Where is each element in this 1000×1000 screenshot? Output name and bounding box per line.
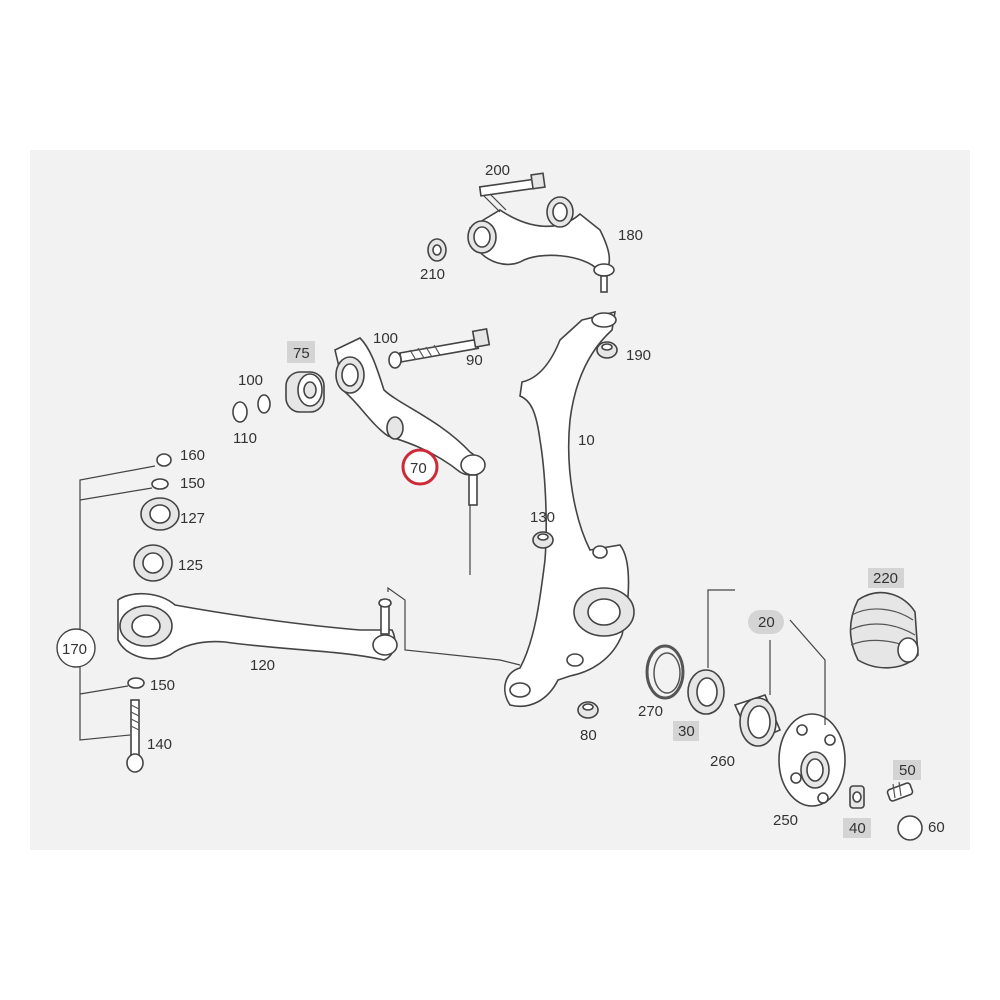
label-box-75 [287,341,315,363]
label-100-upper: 100 [373,330,398,347]
bracket-20 [707,589,826,725]
label-270: 270 [638,703,663,720]
bolt-90 [388,327,491,369]
label-200: 200 [485,162,510,179]
label-140: 140 [147,736,172,753]
label-110: 110 [233,430,257,447]
label-250: 250 [773,812,798,829]
hub-250 [778,713,846,807]
label-260: 260 [710,753,735,770]
label-70: 70 [410,460,427,477]
circle-170 [56,628,96,668]
label-127: 127 [180,510,205,527]
label-30: 30 [678,723,695,740]
label-80: 80 [580,727,597,744]
bushing-125 [133,544,173,582]
highlight-ring-70 [401,448,439,486]
seal-30 [687,669,725,715]
label-130: 130 [530,509,555,526]
nut-190 [596,341,618,359]
label-190: 190 [626,347,651,364]
label-160: 160 [180,447,205,464]
label-150-upper: 150 [180,475,205,492]
label-220: 220 [873,570,898,587]
label-box-40 [843,818,871,838]
lower-control-arm-120 [117,586,521,666]
part-labels: 200 180 210 100 90 190 75 100 110 10 70 … [56,162,945,838]
label-60: 60 [928,819,945,836]
label-20: 20 [758,614,775,631]
dust-boot-220 [849,591,919,669]
nut-40 [849,785,865,809]
label-box-220 [868,568,904,588]
label-box-20 [748,610,784,634]
label-180: 180 [618,227,643,244]
label-150-lower: 150 [150,677,175,694]
bushing-127 [140,497,180,531]
washer-150 [127,478,169,689]
bushing-75 [285,371,325,413]
label-40: 40 [849,820,866,837]
label-210: 210 [420,266,445,283]
bolt-200 [478,172,546,213]
nut-80 [577,701,599,719]
bracket-170 [79,465,156,741]
label-125: 125 [178,557,203,574]
thrust-arm-70 [334,337,486,575]
washer-100-110 [232,394,271,423]
label-90: 90 [466,352,483,369]
bolt-50 [886,781,914,802]
label-box-50 [893,760,921,780]
label-50: 50 [899,762,916,779]
label-75: 75 [293,345,310,362]
steering-knuckle-10 [504,310,635,707]
cap-60 [897,815,923,841]
washer-160 [156,453,172,467]
label-100-lower: 100 [238,372,263,389]
label-10: 10 [578,432,595,449]
label-box-30 [673,721,699,741]
bolt-140 [126,699,144,773]
label-170: 170 [62,641,87,658]
label-120: 120 [250,657,275,674]
nut-130 [532,531,554,549]
bearing-260 [733,694,782,747]
upper-control-arm [467,196,615,293]
nut-210 [427,238,447,262]
snap-ring-270 [645,644,685,700]
